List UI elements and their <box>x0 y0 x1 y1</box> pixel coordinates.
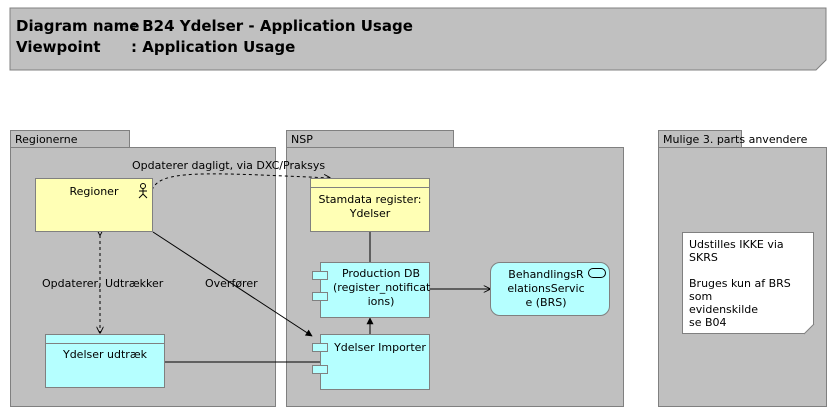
component-port-icon <box>312 271 328 280</box>
node-brs-service[interactable]: BehandlingsR elationsServic e (BRS) <box>490 262 610 316</box>
group-tab-regionerne[interactable]: Regionerne <box>10 130 130 148</box>
node-regioner-label: Regioner <box>69 185 119 198</box>
service-icon <box>588 268 606 278</box>
node-stamdata-line2: Ydelser <box>349 207 391 220</box>
edge-label-opdaterer-dagligt: Opdaterer dagligt, via DXC/Praksys <box>132 159 326 172</box>
node-production-line3: ions) <box>367 295 395 308</box>
node-band <box>46 335 164 344</box>
group-tab-mulige[interactable]: Mulige 3. parts anvendere <box>658 130 807 148</box>
edge-label-overforer: Overfører <box>205 277 258 290</box>
edge-overforer <box>152 231 313 337</box>
group-label-regionerne: Regionerne <box>15 133 78 146</box>
edge-label-opdaterer-udtraekker: Opdaterer, Udtrækker <box>42 277 164 290</box>
actor-icon <box>138 183 148 199</box>
node-ydelser-importer-label: Ydelser Importer <box>334 341 426 354</box>
node-ydelser-udtraek-label: Ydelser udtræk <box>62 348 147 361</box>
viewpoint-label: Viewpoint <box>16 38 101 56</box>
group-tab-nsp[interactable]: NSP <box>286 130 454 148</box>
node-production-line1: Production DB <box>341 267 421 280</box>
diagram-name-value: : B24 Ydelser - Application Usage <box>131 17 413 35</box>
node-regioner[interactable]: Regioner <box>35 178 153 232</box>
note-udstilles[interactable]: Udstilles IKKE via SKRS Bruges kun af BR… <box>682 232 814 334</box>
node-ydelser-udtraek[interactable]: Ydelser udtræk <box>45 334 165 388</box>
viewpoint-value: : Application Usage <box>131 38 296 56</box>
group-label-nsp: NSP <box>291 133 313 146</box>
note-line1: Udstilles IKKE via SKRS <box>689 238 784 264</box>
component-port-icon <box>312 343 328 352</box>
node-production-db[interactable]: Production DB (register_notificat ions) <box>320 262 430 318</box>
group-label-mulige: Mulige 3. parts anvendere <box>663 133 808 146</box>
node-band <box>311 179 429 188</box>
note-line3: evidenskilde <box>689 303 759 316</box>
diagram-name-label: Diagram name <box>16 17 140 35</box>
node-stamdata-register[interactable]: Stamdata register: Ydelser <box>310 178 430 232</box>
node-production-line2: (register_notificat <box>333 281 431 294</box>
node-ydelser-importer[interactable]: Ydelser Importer <box>320 334 430 390</box>
note-line4: se B04 <box>689 316 727 329</box>
node-brs-line2: elationsServic <box>507 282 585 295</box>
edge-opdaterer-dagligt <box>151 173 330 191</box>
node-brs-line3: e (BRS) <box>525 296 567 309</box>
node-stamdata-line1: Stamdata register: <box>318 193 422 206</box>
component-port-icon <box>312 365 328 374</box>
node-brs-line1: BehandlingsR <box>508 268 584 281</box>
note-line2: Bruges kun af BRS som <box>689 277 791 303</box>
component-port-icon <box>312 292 328 301</box>
